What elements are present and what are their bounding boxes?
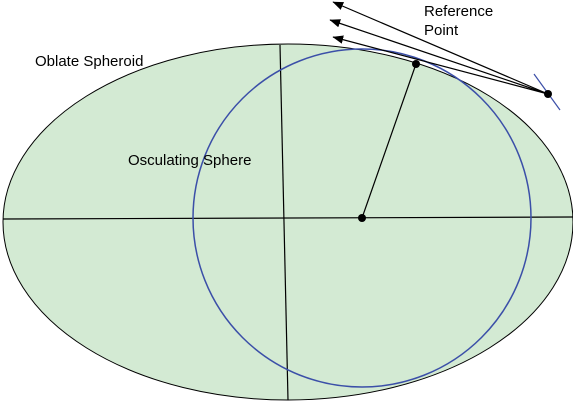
external-point-dot	[544, 90, 552, 98]
arrow-ray-1	[329, 19, 549, 95]
osculating-sphere-circle	[192, 48, 532, 388]
reference-point-label-line2: Point	[424, 22, 459, 39]
arrow-ray-2	[332, 1, 549, 95]
oblate-spheroid-ellipse	[2, 43, 573, 401]
equatorial-axis	[2, 216, 573, 220]
reference-point-label-line1: Reference	[424, 3, 493, 20]
arrow-ray-3	[332, 35, 549, 95]
osculating-sphere-label: Osculating Sphere	[128, 152, 251, 169]
oblate-spheroid-label: Oblate Spheroid	[35, 53, 143, 70]
reference-point-dot	[412, 60, 420, 68]
polar-axis	[279, 44, 289, 401]
radius-line	[361, 63, 417, 219]
sphere-center-point	[358, 214, 366, 222]
